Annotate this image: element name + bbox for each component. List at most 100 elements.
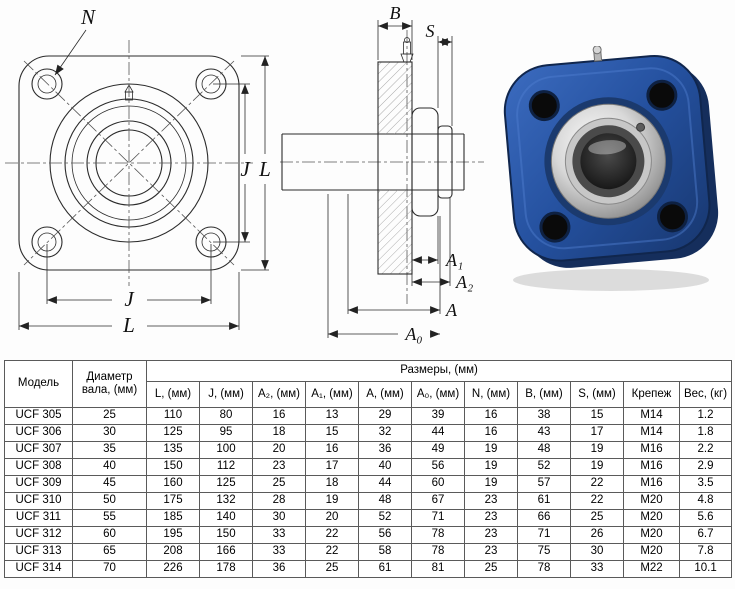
value-cell: 166 [199, 543, 253, 561]
col-header-fastener: Крепеж [623, 381, 680, 408]
value-cell: M22 [623, 560, 680, 578]
value-cell: 33 [252, 543, 306, 561]
value-cell: 70 [72, 560, 147, 578]
value-cell: 22 [570, 475, 624, 493]
photo-shadow [513, 269, 709, 291]
value-cell: 29 [358, 407, 412, 425]
value-cell: 67 [411, 492, 465, 510]
value-cell: 160 [146, 475, 200, 493]
value-cell: 100 [199, 441, 253, 459]
dimensions-table: Модель Диаметр вала, (мм) Размеры, (мм) … [4, 360, 733, 578]
value-cell: 61 [358, 560, 412, 578]
center-lines [5, 40, 253, 286]
value-cell: 39 [411, 407, 465, 425]
value-cell: 140 [199, 509, 253, 527]
value-cell: 78 [411, 543, 465, 561]
value-cell: M16 [623, 475, 680, 493]
value-cell: 57 [517, 475, 571, 493]
value-cell: 30 [570, 543, 624, 561]
value-cell: M14 [623, 407, 680, 425]
value-cell: 18 [252, 424, 306, 442]
dim-label-a: A [445, 300, 458, 320]
col-header-A0: A₀, (мм) [411, 381, 465, 408]
value-cell: 36 [358, 441, 412, 459]
value-cell: 81 [411, 560, 465, 578]
value-cell: 25 [72, 407, 147, 425]
value-cell: 25 [252, 475, 306, 493]
value-cell: 208 [146, 543, 200, 561]
value-cell: 16 [252, 407, 306, 425]
dim-label-j-bottom: J [124, 287, 135, 311]
model-cell: UCF 305 [4, 407, 73, 425]
value-cell: 40 [72, 458, 147, 476]
value-cell: 23 [464, 492, 518, 510]
value-cell: 30 [252, 509, 306, 527]
value-cell: 78 [517, 560, 571, 578]
value-cell: 61 [517, 492, 571, 510]
dim-label-l-right: L [258, 157, 271, 181]
dim-label-a2: A₂ [455, 272, 473, 292]
value-cell: 125 [199, 475, 253, 493]
value-cell: 7.8 [678, 543, 733, 561]
value-cell: 18 [305, 475, 359, 493]
value-cell: M16 [623, 458, 680, 476]
col-header-model: Модель [4, 360, 73, 408]
col-header-weight: Вес, (кг) [678, 381, 733, 408]
value-cell: 36 [252, 560, 306, 578]
value-cell: 19 [570, 441, 624, 459]
value-cell: 112 [199, 458, 253, 476]
col-header-J: J, (мм) [199, 381, 253, 408]
value-cell: 15 [570, 407, 624, 425]
value-cell: 50 [72, 492, 147, 510]
value-cell: 49 [411, 441, 465, 459]
grease-nipple [592, 46, 603, 62]
value-cell: 60 [72, 526, 147, 544]
value-cell: 3.5 [678, 475, 733, 493]
dim-label-a0: A₀ [404, 324, 422, 344]
value-cell: 15 [305, 424, 359, 442]
dim-label-s: S [426, 21, 435, 41]
value-cell: 28 [252, 492, 306, 510]
value-cell: 65 [72, 543, 147, 561]
technical-drawings: N J L J L [5, 4, 719, 344]
ucf-flanged-bearing-unit-photo [503, 46, 719, 291]
col-header-L: L, (мм) [146, 381, 200, 408]
value-cell: 20 [305, 509, 359, 527]
value-cell: 5.6 [678, 509, 733, 527]
value-cell: 56 [411, 458, 465, 476]
section-outline [280, 30, 484, 304]
value-cell: 132 [199, 492, 253, 510]
value-cell: 44 [411, 424, 465, 442]
value-cell: 175 [146, 492, 200, 510]
value-cell: 135 [146, 441, 200, 459]
value-cell: 17 [570, 424, 624, 442]
value-cell: 150 [199, 526, 253, 544]
col-header-N: N, (мм) [464, 381, 518, 408]
dimension-lines [18, 29, 269, 330]
value-cell: 150 [146, 458, 200, 476]
col-header-shaft-diameter: Диаметр вала, (мм) [72, 360, 147, 408]
value-cell: 19 [464, 475, 518, 493]
value-cell: 45 [72, 475, 147, 493]
value-cell: 185 [146, 509, 200, 527]
model-cell: UCF 308 [4, 458, 73, 476]
value-cell: 95 [199, 424, 253, 442]
value-cell: 17 [305, 458, 359, 476]
value-cell: 35 [72, 441, 147, 459]
value-cell: 43 [517, 424, 571, 442]
value-cell: 19 [305, 492, 359, 510]
model-cell: UCF 307 [4, 441, 73, 459]
model-cell: UCF 313 [4, 543, 73, 561]
value-cell: 110 [146, 407, 200, 425]
flange-body [503, 46, 719, 268]
value-cell: 80 [199, 407, 253, 425]
value-cell: 25 [570, 509, 624, 527]
